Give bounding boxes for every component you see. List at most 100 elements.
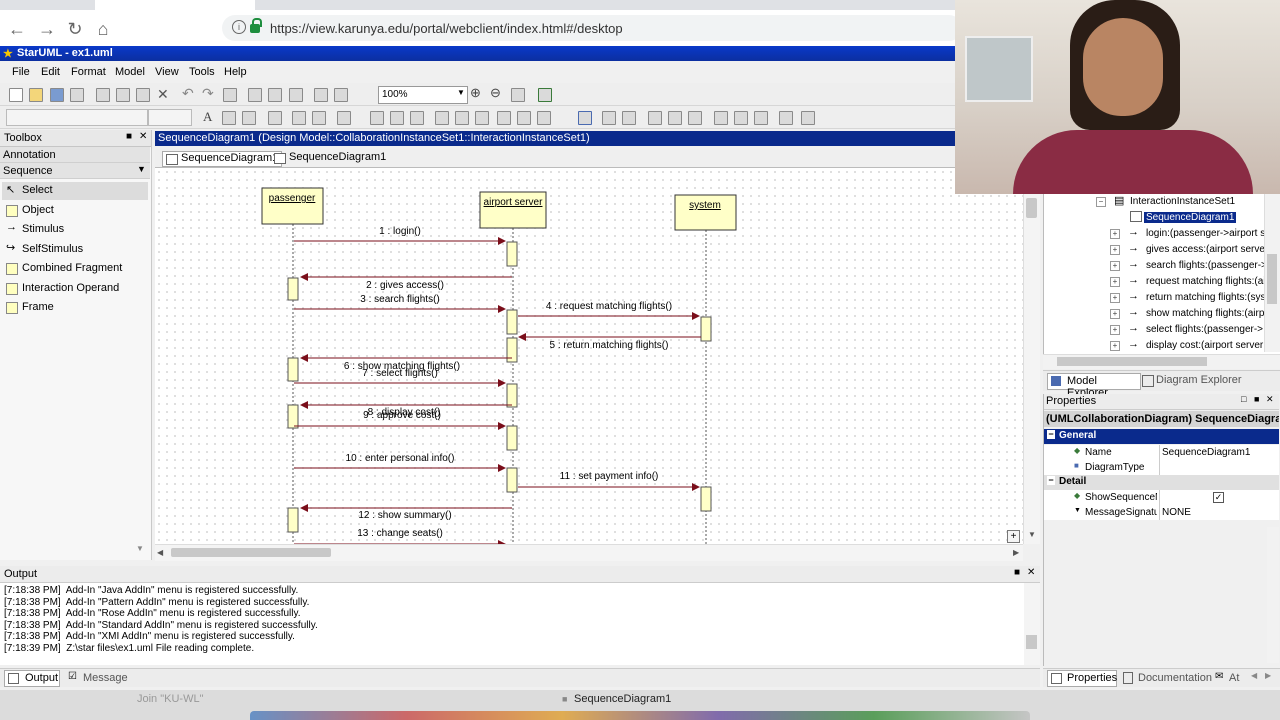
align-right-icon[interactable] (648, 111, 662, 125)
tree-item[interactable]: +→return matching flights:(sys (1044, 290, 1274, 306)
activation-bar[interactable] (287, 404, 299, 429)
toolbar-icon-p[interactable] (497, 111, 511, 125)
activation-bar[interactable] (506, 337, 518, 363)
info-icon[interactable]: i (232, 20, 246, 34)
toolbar-icon-f[interactable] (268, 111, 282, 125)
toolbar-icon-j[interactable] (370, 111, 384, 125)
font-size-select[interactable] (148, 109, 192, 126)
menu-model[interactable]: Model (115, 66, 145, 78)
find-icon[interactable] (223, 88, 237, 102)
tree-item[interactable]: +→select flights:(passenger-> (1044, 322, 1274, 338)
scroll-thumb[interactable] (1267, 254, 1277, 304)
tree-item-selected[interactable]: SequenceDiagram1 (1044, 210, 1274, 226)
canvas-hscrollbar[interactable]: ◀ ▶ (155, 544, 1023, 561)
menu-tools[interactable]: Tools (189, 66, 215, 78)
toolbar-icon-e[interactable] (334, 88, 348, 102)
url-bar[interactable]: i https://view.karunya.edu/portal/webcli… (222, 15, 962, 41)
undo-icon[interactable]: ↶ (182, 85, 194, 101)
space-h-icon[interactable] (734, 111, 748, 125)
save-icon[interactable] (50, 88, 64, 102)
browser-tab[interactable] (95, 0, 255, 10)
scroll-thumb[interactable] (171, 548, 331, 557)
expand-icon[interactable]: + (1110, 277, 1120, 287)
tab-properties[interactable]: Properties (1047, 670, 1117, 687)
tab-message[interactable]: ☑ Message (66, 670, 128, 685)
align-bottom-icon[interactable] (714, 111, 728, 125)
prop-row-showsequence[interactable]: ◆ ShowSequenceN ✓ (1044, 490, 1279, 505)
activation-bar[interactable] (287, 277, 299, 301)
taskbar-dock[interactable] (250, 711, 1030, 720)
copy-icon[interactable] (116, 88, 130, 102)
tab-sequence-diagram-2[interactable]: SequenceDiagram1 (271, 151, 386, 165)
category-detail[interactable]: − Detail (1044, 475, 1279, 490)
checkbox-checked[interactable]: ✓ (1213, 492, 1224, 503)
activation-bar[interactable] (287, 507, 299, 533)
tool-object[interactable]: Object (6, 202, 148, 220)
toolbar-icon-u[interactable] (801, 111, 815, 125)
toolbar-icon-d[interactable] (314, 88, 328, 102)
redo-icon[interactable]: ↷ (202, 85, 214, 101)
open-icon[interactable] (29, 88, 43, 102)
category-general[interactable]: − General (1044, 429, 1279, 444)
close-icon[interactable]: ✕ (1027, 567, 1036, 578)
toolbar-icon-b[interactable] (268, 88, 282, 102)
align-center-icon[interactable] (622, 111, 636, 125)
activation-bar[interactable] (287, 357, 299, 382)
tab-sequence-diagram-1[interactable]: SequenceDiagram1 (162, 151, 283, 167)
tab-attachments[interactable]: ✉ At (1213, 670, 1253, 685)
menu-help[interactable]: Help (224, 66, 247, 78)
forward-icon[interactable]: → (38, 19, 56, 39)
expand-icon[interactable]: + (1110, 341, 1120, 351)
print-icon[interactable] (70, 88, 84, 102)
navigator-icon[interactable]: + (1007, 530, 1020, 543)
toolbar-icon-q[interactable] (517, 111, 531, 125)
scroll-down-icon[interactable]: ▼ (1028, 530, 1036, 539)
restore-icon[interactable]: □ (1241, 394, 1247, 404)
tool-select[interactable]: ↖ Select (2, 182, 148, 200)
prop-row-messagesignature[interactable]: ▼ MessageSignatur NONE (1044, 505, 1279, 520)
back-icon[interactable]: ← (8, 19, 26, 39)
toolbox-section-sequence[interactable]: Sequence ▼ (0, 163, 150, 179)
url-text[interactable]: https://view.karunya.edu/portal/webclien… (270, 21, 623, 36)
diagram-canvas[interactable]: passenger airport server system (155, 168, 1023, 544)
menu-view[interactable]: View (155, 66, 179, 78)
tree-item[interactable]: +→display cost:(airport server (1044, 338, 1274, 354)
canvas-vscrollbar[interactable]: ▼ (1023, 168, 1040, 544)
activation-bar[interactable] (506, 383, 518, 408)
object-system[interactable]: system (674, 194, 737, 231)
toolbar-icon-o[interactable] (475, 111, 489, 125)
space-v-icon[interactable] (754, 111, 768, 125)
new-icon[interactable] (9, 88, 23, 102)
tab-documentation[interactable]: Documentation (1121, 670, 1212, 685)
tool-stimulus[interactable]: → Stimulus (6, 221, 148, 239)
delete-icon[interactable]: ✕ (157, 86, 169, 102)
tab-scroll-left-icon[interactable]: ◀ (1251, 671, 1258, 680)
tool-frame[interactable]: Frame (6, 299, 148, 317)
scroll-right-icon[interactable]: ▶ (1013, 548, 1020, 557)
paste-icon[interactable] (136, 88, 150, 102)
expand-icon[interactable]: + (1110, 293, 1120, 303)
close-icon[interactable]: ✕ (139, 131, 148, 142)
fit-icon[interactable] (511, 88, 525, 102)
fill-color-icon[interactable] (242, 111, 256, 125)
toolbar-icon-r[interactable] (537, 111, 551, 125)
toolbox-section-annotation[interactable]: Annotation (0, 147, 150, 163)
expand-icon[interactable]: + (1110, 229, 1120, 239)
font-name-select[interactable] (6, 109, 148, 126)
tree-item[interactable]: − ▤ InteractionInstanceSet1 (1044, 194, 1274, 210)
tool-combined-fragment[interactable]: Combined Fragment (6, 260, 148, 278)
prop-value[interactable]: SequenceDiagram1 (1162, 447, 1251, 458)
expand-icon[interactable]: + (1110, 261, 1120, 271)
pin-icon[interactable]: ■ (1014, 567, 1021, 578)
toolbar-icon-n[interactable] (455, 111, 469, 125)
close-icon[interactable]: ✕ (1266, 394, 1274, 404)
toolbar-icon-l[interactable] (410, 111, 424, 125)
tab-scroll-right-icon[interactable]: ▶ (1265, 671, 1272, 680)
tool-selfstimulus[interactable]: ↪ SelfStimulus (6, 241, 148, 259)
zoom-select[interactable]: 100% ▼ (378, 86, 468, 104)
align-top-icon[interactable] (668, 111, 682, 125)
activation-bar[interactable] (506, 467, 518, 493)
prop-value[interactable]: NONE (1162, 507, 1191, 518)
activation-bar[interactable] (700, 316, 712, 342)
tree-item[interactable]: +→request matching flights:(ai (1044, 274, 1274, 290)
